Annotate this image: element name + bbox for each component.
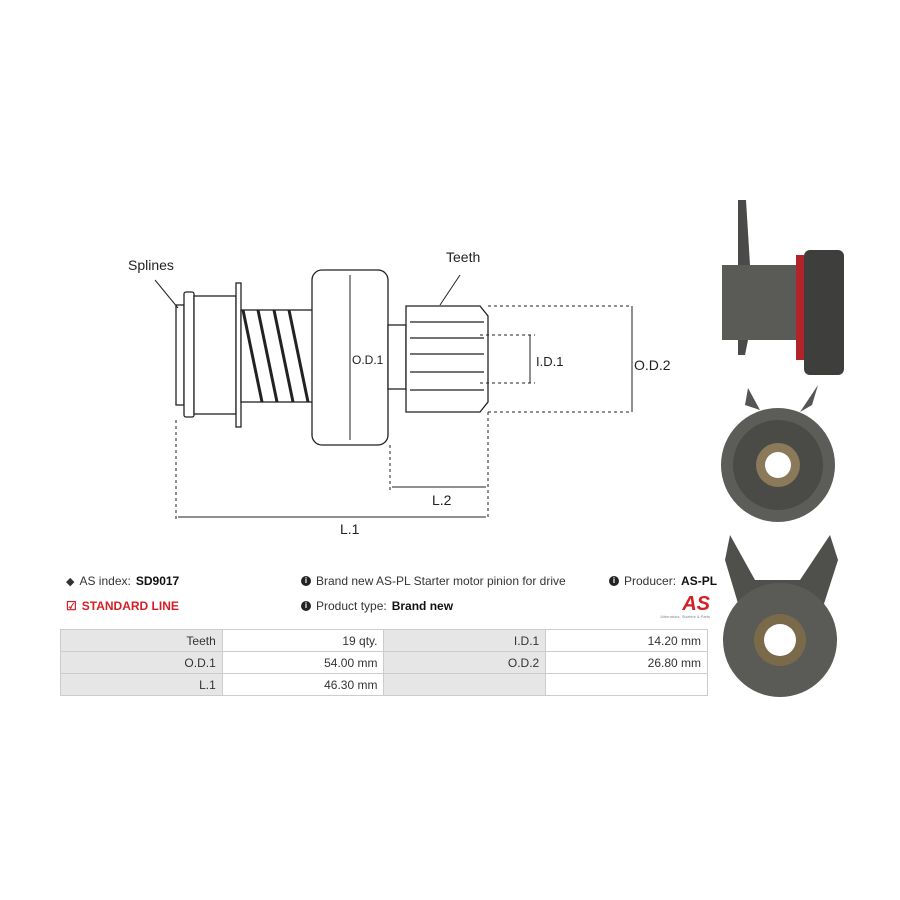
info-icon: i: [301, 601, 311, 611]
standard-line-badge: ☑ STANDARD LINE: [66, 599, 179, 613]
spec-value: 46.30 mm: [221, 673, 385, 696]
product-type-label: Product type:: [316, 599, 387, 613]
tag-icon: ◆: [66, 575, 75, 588]
label-id1: I.D.1: [536, 354, 563, 369]
spec-value: [545, 673, 708, 696]
as-index: ◆ AS index: SD9017: [66, 574, 179, 588]
spec-value: 19 qty.: [221, 629, 385, 652]
label-od2: O.D.2: [634, 357, 671, 373]
info-icon: i: [609, 576, 619, 586]
info-icon: i: [301, 576, 311, 586]
logo-tagline: Alternators, Starters & Parts: [660, 614, 710, 619]
line-label: STANDARD LINE: [81, 599, 179, 613]
photo-side-view: [722, 200, 844, 375]
as-pl-logo: AS Alternators, Starters & Parts: [640, 594, 710, 624]
spec-name: Teeth: [60, 629, 223, 652]
photo-front-view: [721, 385, 835, 522]
label-l2: L.2: [432, 492, 452, 508]
description: i Brand new AS-PL Starter motor pinion f…: [301, 574, 566, 588]
producer: i Producer: AS-PL: [609, 574, 717, 588]
label-splines: Splines: [128, 257, 174, 273]
logo-text: AS: [682, 593, 710, 615]
product-type: i Product type: Brand new: [301, 599, 453, 613]
spec-value: 26.80 mm: [545, 651, 708, 674]
product-type-value: Brand new: [391, 599, 454, 613]
spec-name: O.D.1: [60, 651, 223, 674]
description-text: Brand new AS-PL Starter motor pinion for…: [316, 574, 566, 588]
spec-name: L.1: [60, 673, 223, 696]
label-od1: O.D.1: [352, 353, 384, 367]
spec-name: I.D.1: [383, 629, 547, 652]
checkbox-icon: ☑: [66, 599, 77, 613]
producer-label: Producer:: [624, 574, 677, 588]
producer-value: AS-PL: [681, 574, 718, 588]
label-l1: L.1: [340, 521, 360, 537]
as-index-label: AS index:: [79, 574, 131, 588]
spec-name: O.D.2: [383, 651, 547, 674]
spec-value: 54.00 mm: [221, 651, 385, 674]
as-index-value: SD9017: [135, 574, 180, 588]
label-teeth: Teeth: [446, 249, 480, 265]
spec-value: 14.20 mm: [545, 629, 708, 652]
spec-name: [383, 673, 547, 696]
technical-drawing: Splines Teeth O.D.1 I.D.1 O.D.2 L.1 L.2: [128, 200, 844, 537]
